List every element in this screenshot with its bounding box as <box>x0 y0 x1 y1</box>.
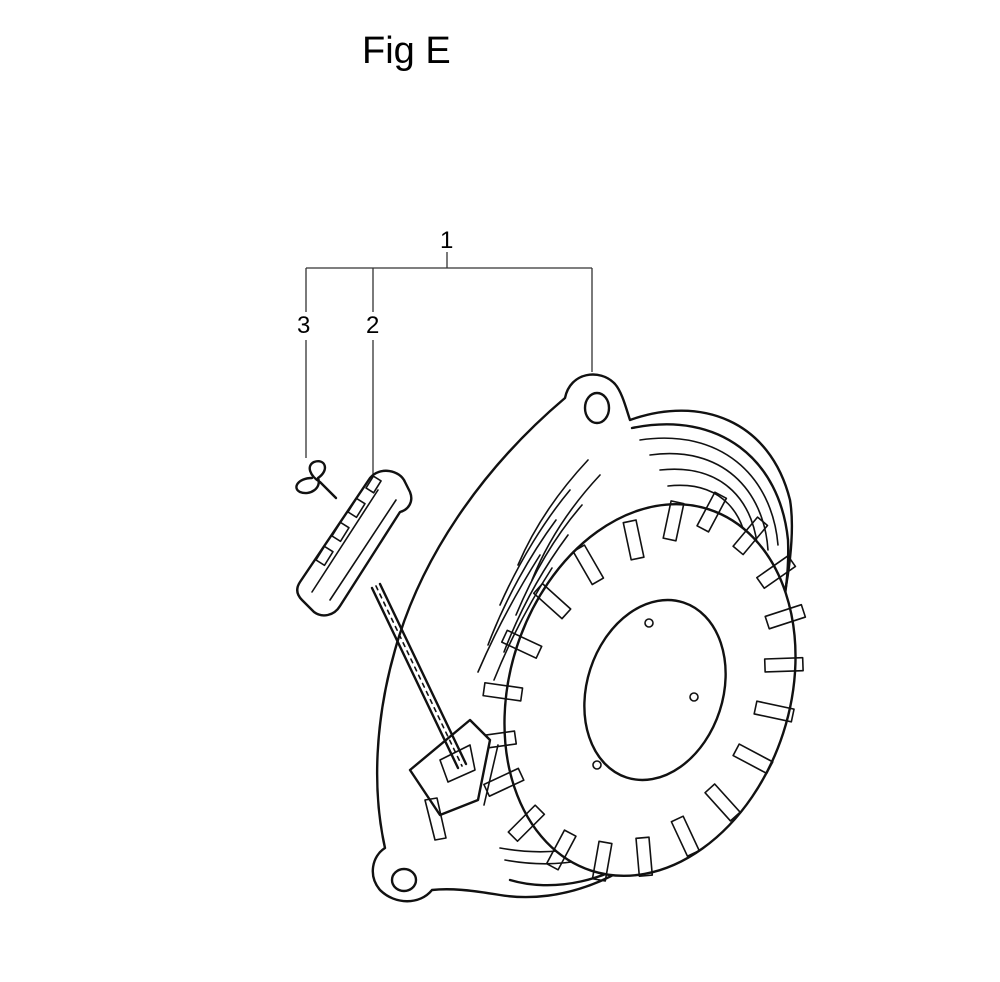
rope-guide <box>408 718 492 817</box>
rope-knot <box>295 460 338 500</box>
starter-rope <box>295 460 468 770</box>
mount-hole-top <box>583 391 611 425</box>
cover-hub <box>583 598 727 782</box>
front-cover <box>503 502 797 878</box>
callout-3: 3 <box>297 312 310 339</box>
callout-2: 2 <box>366 312 379 339</box>
callout-1: 1 <box>440 227 453 254</box>
vent-slots <box>476 491 807 882</box>
figure-title: Fig E <box>362 30 451 72</box>
mount-hole-bottom <box>390 867 418 893</box>
leader-lines <box>305 252 593 474</box>
starter-handle <box>296 469 413 617</box>
recoil-starter-assembly <box>371 373 807 903</box>
